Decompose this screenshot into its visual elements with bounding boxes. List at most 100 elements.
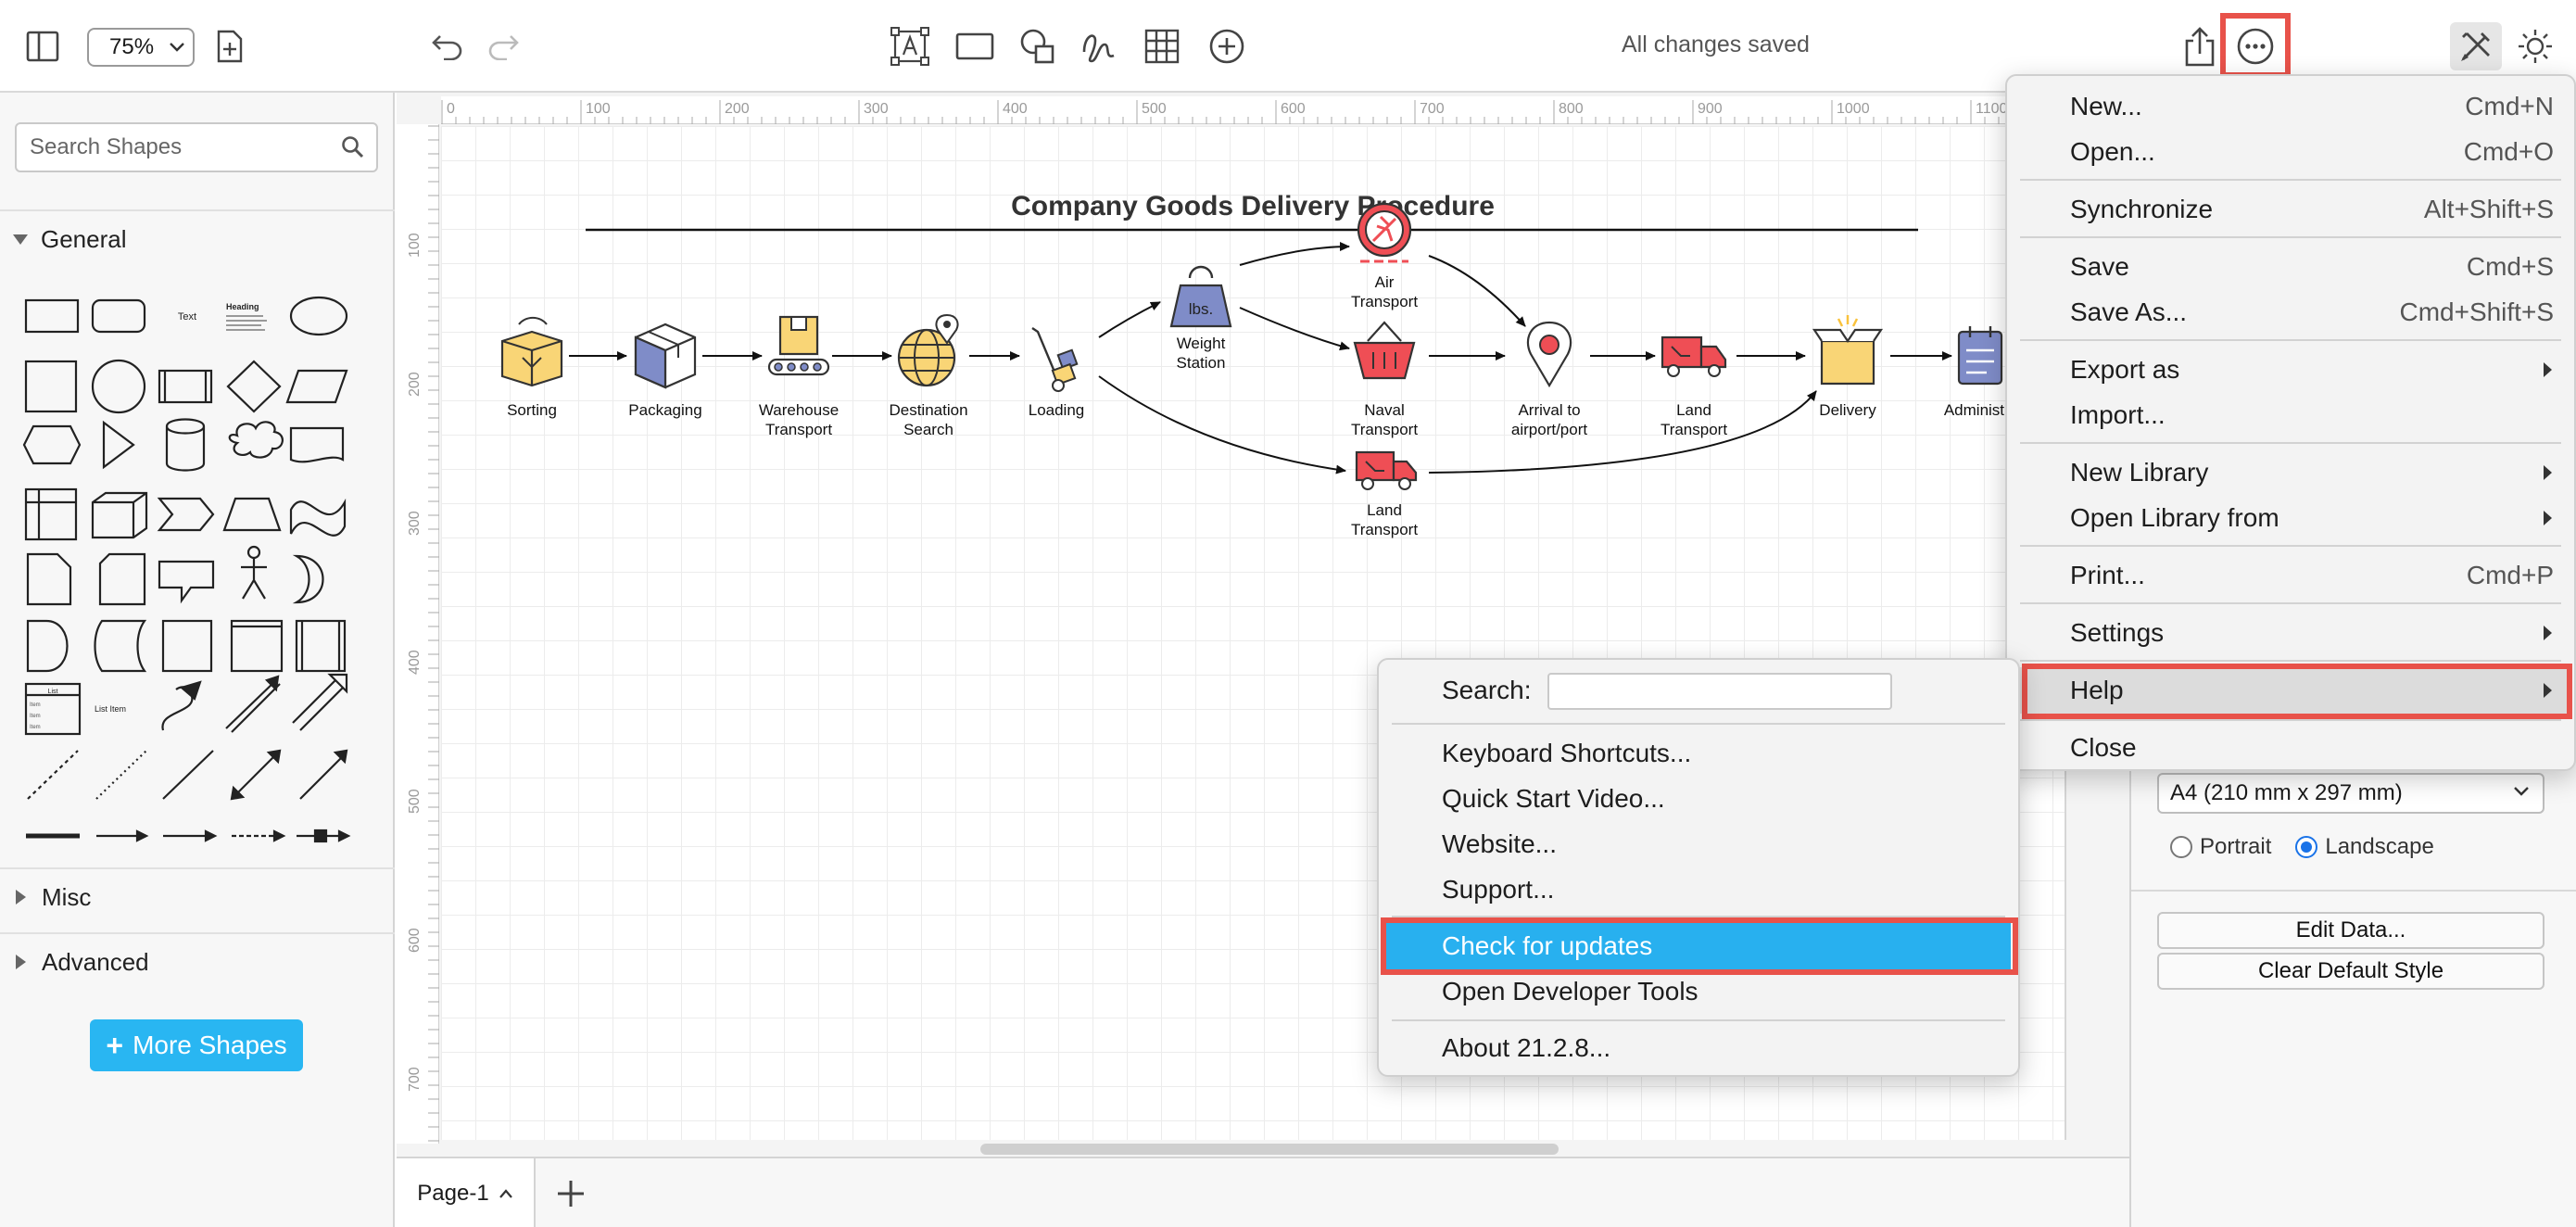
text-tool-icon[interactable] <box>890 26 930 67</box>
menu-item-print[interactable]: Print...Cmd+P <box>2009 552 2572 599</box>
edge[interactable] <box>1239 307 1350 351</box>
weight-icon-text: lbs. <box>1189 300 1213 318</box>
menu-item-label: Help <box>2070 676 2124 704</box>
menu-item-shortcut: Cmd+O <box>2463 137 2554 166</box>
help-item-support[interactable]: Support... <box>1442 875 1555 904</box>
edit-data-button[interactable]: Edit Data... <box>2157 912 2544 949</box>
node-destination-search[interactable]: Destination Search <box>889 313 968 438</box>
node-land-transport-lower[interactable]: Land Transport <box>1351 450 1418 538</box>
menu-item-import[interactable]: Import... <box>2009 392 2572 438</box>
menu-item-export-as[interactable]: Export as <box>2009 347 2572 393</box>
menu-item-label: Open Library from <box>2070 503 2279 532</box>
save-status: All changes saved <box>1622 32 1810 57</box>
zoom-select[interactable]: 75% <box>87 28 195 67</box>
ruler-label: 200 <box>407 372 423 397</box>
portrait-radio[interactable] <box>2170 836 2192 858</box>
ruler-label: 600 <box>1281 101 1306 117</box>
node-label: Naval <box>1364 401 1404 419</box>
ruler-label: 100 <box>586 101 611 117</box>
delivery-box-icon <box>1812 315 1884 386</box>
menu-item-save-as[interactable]: Save As...Cmd+Shift+S <box>2009 289 2572 335</box>
edge[interactable] <box>1098 375 1346 474</box>
section-general[interactable]: General <box>0 209 395 267</box>
page-tab[interactable]: Page-1 <box>397 1158 536 1227</box>
menu-item-open-library-from[interactable]: Open Library from <box>2009 495 2572 541</box>
edge[interactable] <box>1428 255 1526 327</box>
node-arrival[interactable]: Arrival to airport/port <box>1511 321 1587 438</box>
section-general-label: General <box>41 224 127 253</box>
more-menu-icon[interactable] <box>2235 26 2276 67</box>
section-misc[interactable]: Misc <box>0 867 395 925</box>
menu-separator <box>2020 602 2561 604</box>
node-weight-station[interactable]: lbs. Weight Station <box>1169 265 1232 372</box>
landscape-label: Landscape <box>2325 834 2434 859</box>
node-label: Packaging <box>628 401 701 419</box>
ruler-label: 100 <box>407 233 423 258</box>
help-search-row: Search: <box>1381 667 2016 714</box>
clear-default-style-button[interactable]: Clear Default Style <box>2157 953 2544 990</box>
node-label: Search <box>903 421 953 438</box>
redo-icon[interactable] <box>484 28 523 65</box>
ship-basket-icon <box>1353 321 1416 380</box>
edge[interactable] <box>1239 242 1350 266</box>
undo-icon[interactable] <box>428 28 467 65</box>
help-item-website[interactable]: Website... <box>1442 829 1557 858</box>
insert-plus-icon[interactable] <box>1206 26 1247 67</box>
help-item-about[interactable]: About 21.2.8... <box>1442 1033 1611 1062</box>
delivery-diagram[interactable]: Company Goods Delivery Procedure <box>441 126 2066 1140</box>
node-naval-transport[interactable]: Naval Transport <box>1351 321 1418 438</box>
edge[interactable] <box>1428 390 1817 474</box>
sidebar-toggle-icon[interactable] <box>24 28 61 65</box>
node-land-transport[interactable]: Land Transport <box>1661 335 1727 438</box>
edge[interactable] <box>1098 301 1161 338</box>
menu-item-open[interactable]: Open...Cmd+O <box>2009 129 2572 175</box>
help-item-quick-start-video[interactable]: Quick Start Video... <box>1442 784 1665 813</box>
weight-icon: lbs. <box>1169 265 1232 328</box>
node-label: Air <box>1375 273 1395 291</box>
menu-item-new[interactable]: New...Cmd+N <box>2009 83 2572 130</box>
diagram-title[interactable]: Company Goods Delivery Procedure <box>1011 191 1495 221</box>
node-warehouse-transport[interactable]: Warehouse Transport <box>759 315 839 438</box>
menu-item-settings[interactable]: Settings <box>2009 610 2572 656</box>
help-item-highlight <box>2022 664 2572 719</box>
search-shapes-input[interactable]: Search Shapes <box>15 122 378 172</box>
menu-item-label: Export as <box>2070 355 2180 384</box>
menu-item-help[interactable]: Help <box>2009 667 2572 714</box>
shapes-tool-icon[interactable] <box>1017 26 1058 67</box>
section-advanced[interactable]: Advanced <box>0 932 395 990</box>
freehand-tool-icon[interactable] <box>1079 26 1119 67</box>
table-tool-icon[interactable] <box>1142 26 1182 67</box>
more-shapes-button[interactable]: + More Shapes <box>90 1019 303 1071</box>
menu-item-shortcut: Cmd+N <box>2465 92 2554 120</box>
share-icon[interactable] <box>2179 24 2220 69</box>
menu-item-label: Close <box>2070 733 2137 762</box>
rectangle-tool-icon[interactable] <box>954 30 995 63</box>
node-loading[interactable]: Loading <box>1029 327 1085 419</box>
shape-list-row: Item <box>30 714 41 719</box>
help-item-open-developer-tools[interactable]: Open Developer Tools <box>1442 977 1698 1006</box>
menu-item-new-library[interactable]: New Library <box>2009 449 2572 496</box>
horizontal-scrollbar[interactable] <box>980 1144 1559 1155</box>
general-shapes-palette[interactable]: Text Heading List Item Item Item List It… <box>19 287 380 936</box>
theme-sun-icon[interactable] <box>2515 26 2556 67</box>
help-item-check-for-updates[interactable]: Check for updates <box>1386 923 2011 969</box>
help-search-input[interactable] <box>1547 673 1892 710</box>
add-page-icon[interactable] <box>552 1175 589 1212</box>
landscape-radio[interactable] <box>2295 836 2318 858</box>
node-delivery[interactable]: Delivery <box>1812 315 1884 419</box>
shapes-sidebar: Search Shapes General <box>0 93 395 1227</box>
node-administration[interactable]: Administra <box>1944 326 2019 419</box>
node-packaging[interactable]: Packaging <box>628 323 702 419</box>
paper-size-select[interactable]: A4 (210 mm x 297 mm) <box>2157 773 2544 814</box>
node-air-transport[interactable]: Air Transport <box>1351 202 1418 310</box>
node-sorting[interactable]: Sorting <box>500 316 563 419</box>
airplane-icon <box>1357 202 1412 263</box>
menu-separator <box>1392 723 2005 725</box>
help-item-keyboard-shortcuts[interactable]: Keyboard Shortcuts... <box>1442 739 1692 767</box>
format-panel-icon[interactable] <box>2450 22 2502 70</box>
new-page-icon[interactable] <box>211 28 248 65</box>
chevron-up-icon[interactable] <box>499 1188 513 1199</box>
menu-item-close[interactable]: Close <box>2009 725 2572 771</box>
